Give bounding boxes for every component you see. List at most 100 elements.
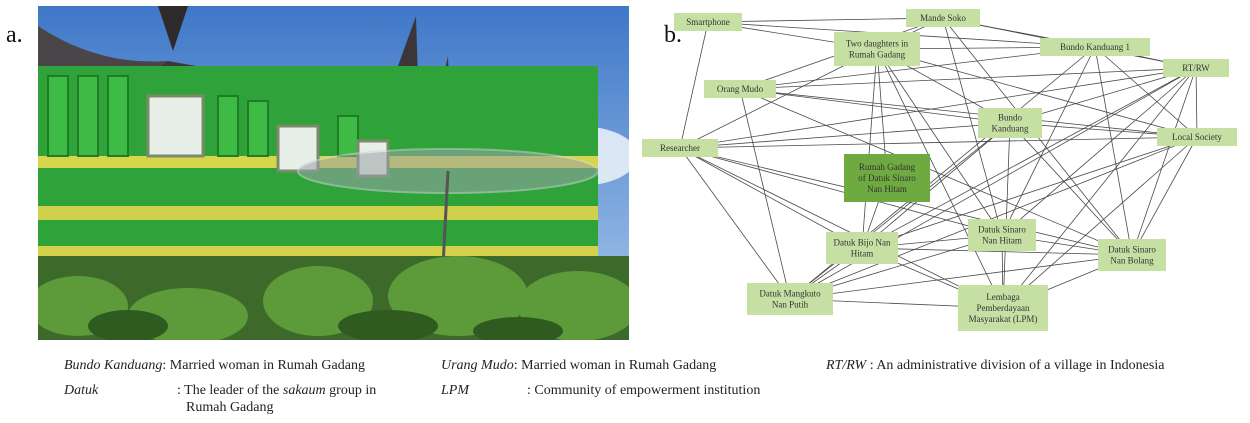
network-node-box (826, 232, 898, 264)
legend-term: Datuk (64, 383, 99, 398)
network-edge (861, 67, 1197, 249)
network-node-label: Lembaga (986, 292, 1019, 302)
network-edge (679, 147, 863, 249)
legend-lpm-definition: : Community of empowerment institution (527, 382, 760, 399)
network-edge (1195, 67, 1198, 138)
network-node-mande-soko: Mande Soko (906, 9, 980, 27)
network-edge (1009, 122, 1133, 256)
network-node-label: Nan Hitam (867, 184, 907, 194)
network-edge (679, 67, 1197, 149)
network-node-label: Pemberdayaan (977, 303, 1030, 313)
network-node-orang-mudo: Orang Mudo (704, 80, 776, 98)
network-edge (1001, 67, 1197, 236)
network-edge (1002, 136, 1198, 309)
legend-term: Bundo Kanduang (64, 358, 163, 373)
network-node-label: Datuk Sinaro (978, 225, 1026, 235)
network-edge (739, 88, 791, 300)
network-edge (861, 136, 1198, 249)
network-edge (789, 136, 1198, 300)
network-edge (739, 88, 1011, 124)
network-node-label: Hitam (851, 249, 874, 259)
legend-urang-mudo: Urang Mudo: Married woman in Rumah Gadan… (441, 357, 716, 374)
network-node-label: Rumah Gadang (859, 162, 916, 172)
network-edge (1131, 67, 1197, 256)
legend-definition: : An administrative division of a villag… (866, 358, 1165, 373)
network-node-local-society: Local Society (1157, 128, 1237, 146)
network-node-label: Bundo Kanduang 1 (1060, 42, 1130, 52)
network-node-box (1163, 59, 1229, 77)
network-node-label: RT/RW (1182, 63, 1210, 73)
network-edge (1001, 46, 1096, 236)
network-edge (942, 17, 1003, 236)
network-edge (1094, 46, 1198, 138)
network-node-bundo-kanduang-1: Bundo Kanduang 1 (1040, 38, 1150, 56)
network-node-label: Rumah Gadang (849, 50, 906, 60)
network-node-label: Masyarakat (LPM) (969, 314, 1038, 324)
network-node-label: Smartphone (686, 17, 730, 27)
network-edge (876, 48, 1003, 236)
network-edge (679, 147, 1004, 309)
network-node-box (834, 32, 920, 66)
legend-term: RT/RW (826, 358, 867, 373)
panel-a-label: a. (6, 22, 23, 48)
network-node-rt-rw: RT/RW (1163, 59, 1229, 77)
network-node-box (704, 80, 776, 98)
legend-definition-suffix: group in (325, 383, 377, 398)
network-edge (861, 247, 1133, 256)
network-node-label: Datuk Mangkuto (759, 289, 821, 299)
network-node-researcher: Researcher (642, 139, 718, 157)
network-edge (739, 46, 1096, 90)
network-node-label: Datuk Sinaro (1108, 245, 1156, 255)
legend-lpm: LPM (441, 382, 469, 399)
network-edge (679, 122, 1011, 149)
network-node-box (844, 154, 930, 202)
network-node-smartphone: Smartphone (674, 13, 742, 31)
network-edge (739, 67, 1197, 90)
network-node-box (978, 108, 1042, 138)
network-edge (789, 122, 1011, 300)
network-node-label: Orang Mudo (717, 84, 764, 94)
legend-bundo-kanduang: Bundo Kanduang: Married woman in Rumah G… (64, 357, 365, 374)
network-edge (861, 122, 1011, 249)
network-edge (679, 147, 791, 300)
network-node-box (674, 13, 742, 31)
legend-definition-line2: Rumah Gadang (186, 400, 274, 415)
network-node-label: Mande Soko (920, 13, 966, 23)
rumah-gadang-photo (38, 6, 629, 340)
network-edge (739, 88, 1198, 138)
legend-datuk-definition: : The leader of the sakaum group in Rumah… (177, 382, 417, 416)
network-node-box (906, 9, 980, 27)
network-node-box (642, 139, 718, 157)
network-node-label: Researcher (660, 143, 700, 153)
legend-rt-rw: RT/RW : An administrative division of a … (826, 357, 1164, 374)
network-edge (679, 21, 709, 149)
network-node-box (1157, 128, 1237, 146)
network-node-box (747, 283, 833, 315)
network-node-label: Bundo (998, 113, 1023, 123)
legend-definition-italic: sakaum (282, 383, 326, 398)
network-edge (707, 17, 944, 23)
network-edge (1094, 46, 1133, 256)
network-node-label: Nan Hitam (982, 236, 1022, 246)
network-node-box (958, 285, 1048, 331)
network-node-label: Local Society (1172, 132, 1222, 142)
network-edge (1002, 67, 1197, 309)
network-node-label: Nan Putih (772, 300, 809, 310)
legend-datuk: Datuk (64, 382, 98, 399)
network-node-label: Two daughters in (846, 39, 909, 49)
legend-definition-prefix: : The leader of the (177, 383, 283, 398)
network-edge (679, 136, 1198, 149)
legend-definition: : Community of empowerment institution (527, 383, 761, 398)
legend-term: LPM (441, 383, 469, 398)
network-node-label: of Datuk Sinaro (858, 173, 916, 183)
legend-definition: : Married woman in Rumah Gadang (513, 358, 717, 373)
network-edge (679, 147, 1003, 236)
legend-term: Urang Mudo (441, 358, 514, 373)
